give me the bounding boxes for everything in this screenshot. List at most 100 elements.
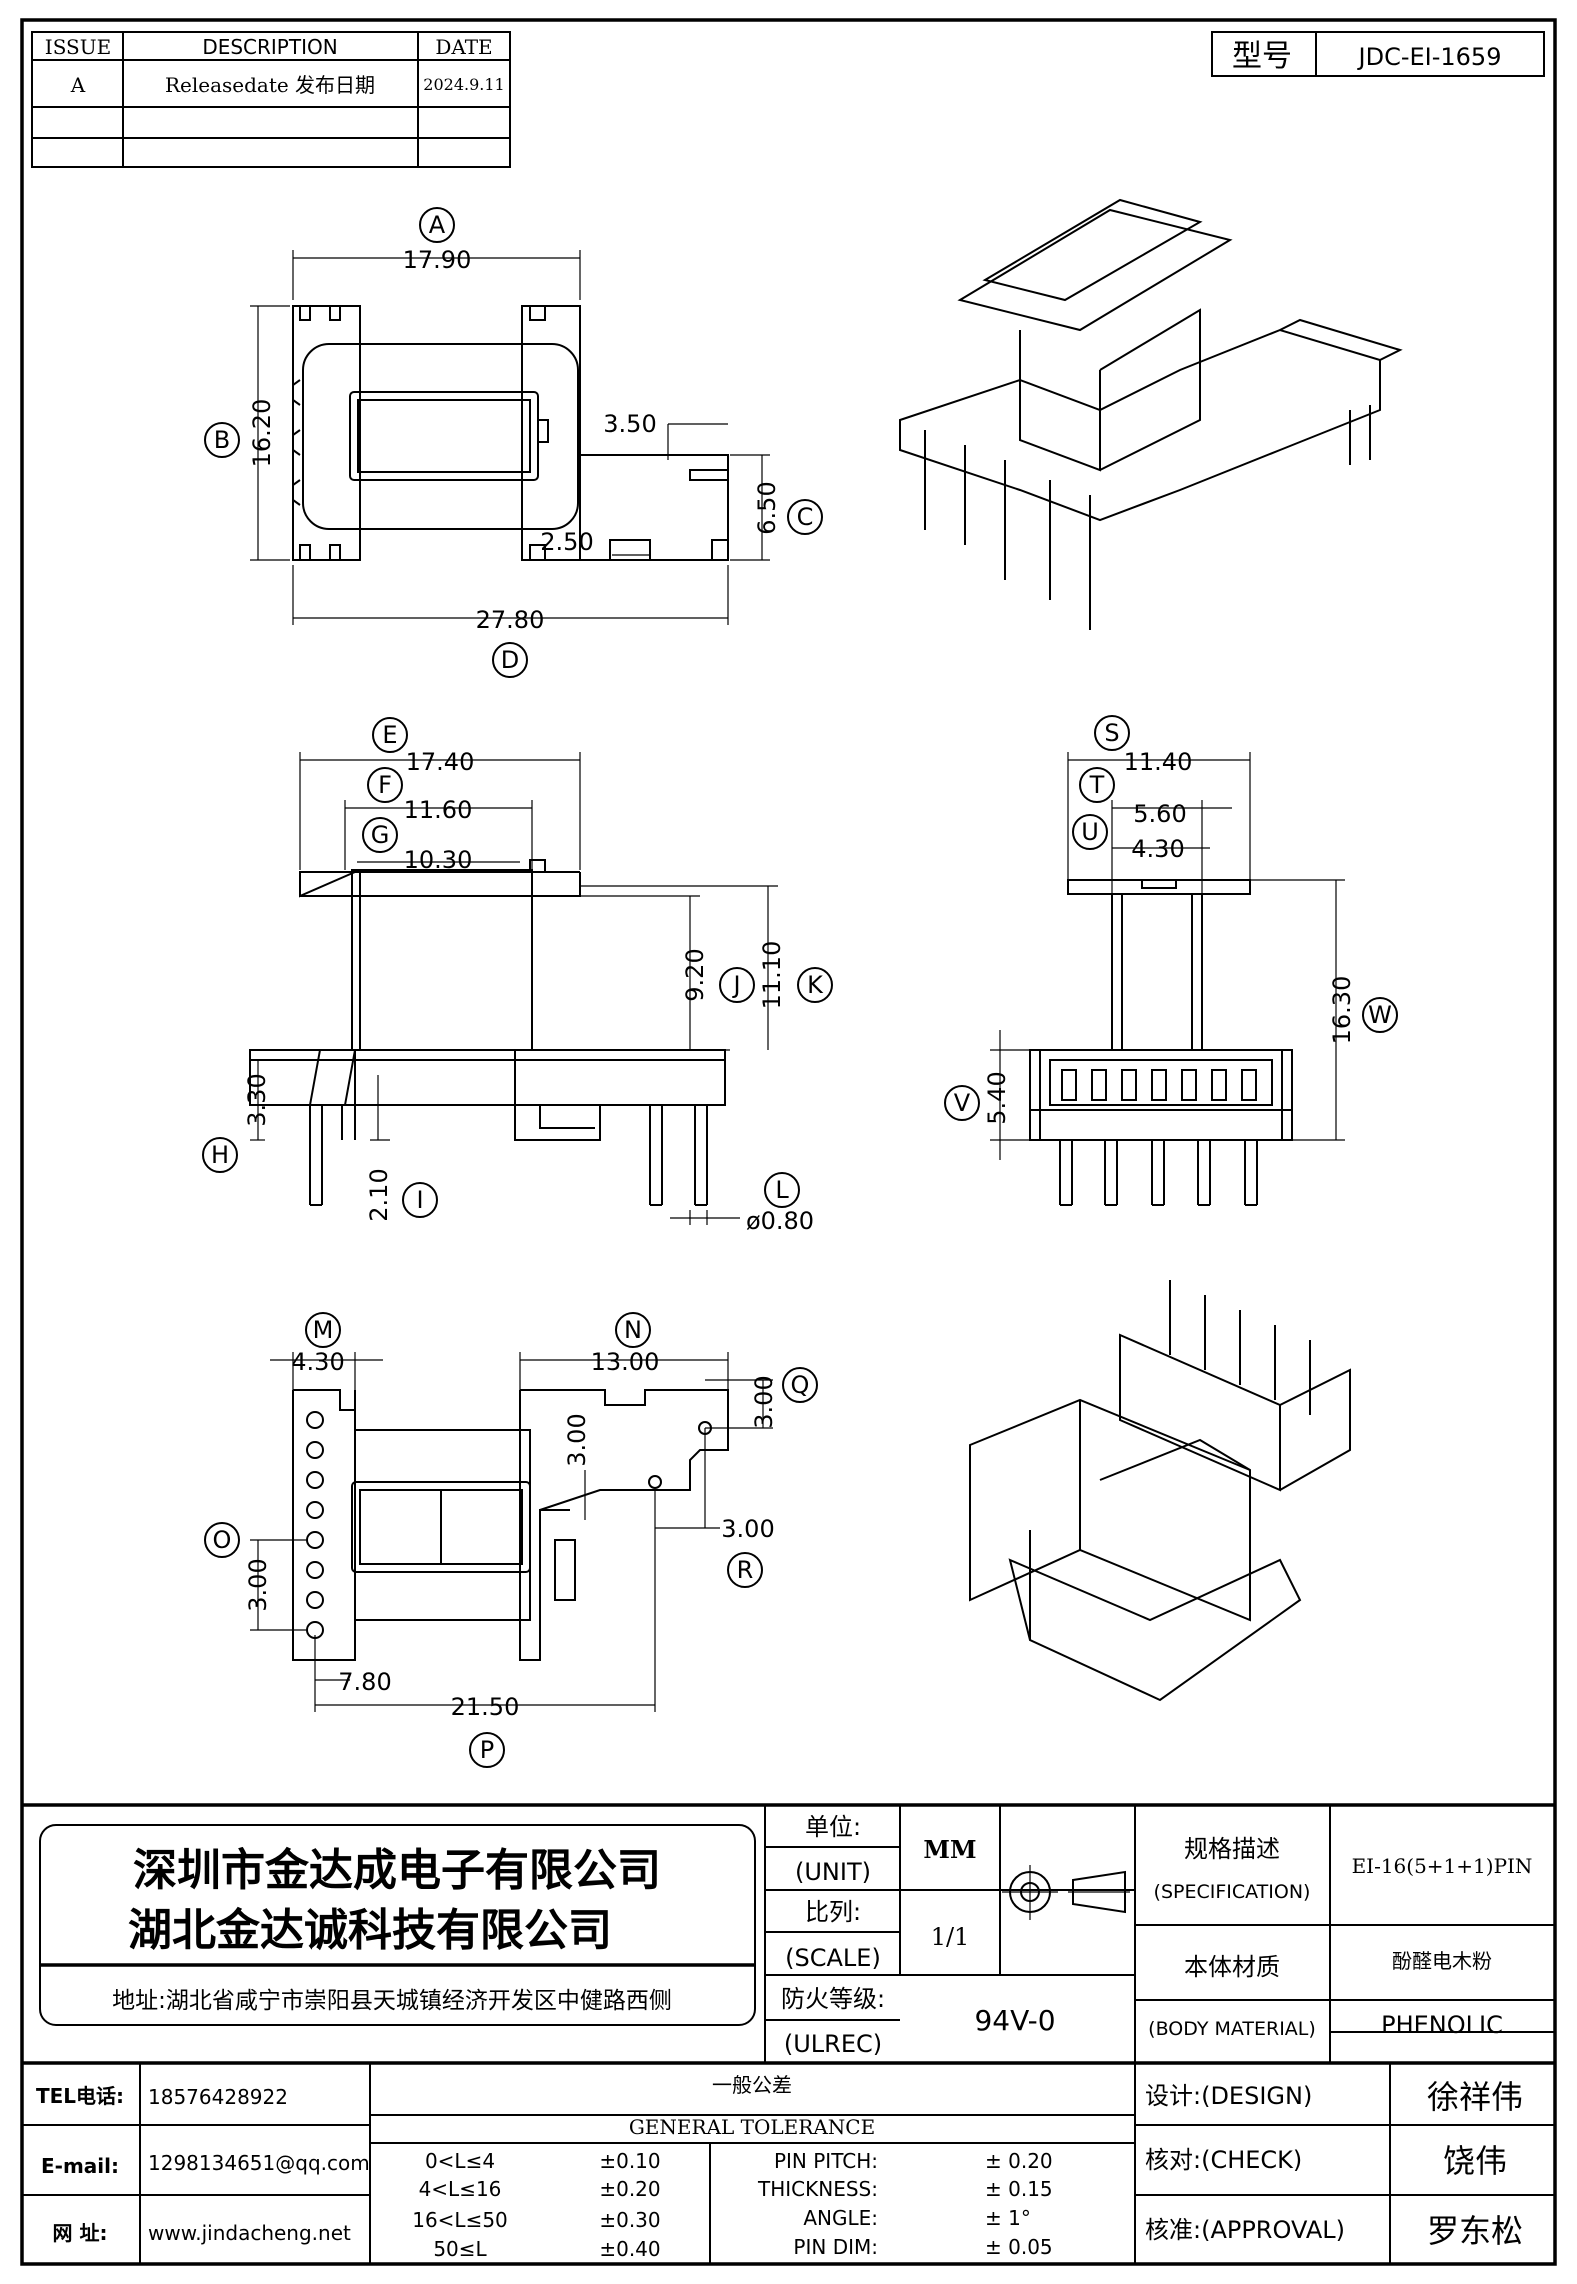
marker-letter-J: J (731, 971, 740, 999)
unit-label-en: (UNIT) (795, 1858, 871, 1886)
marker-S: S (1094, 715, 1130, 751)
dim-F: 11.60 (404, 796, 473, 824)
marker-letter-U: U (1081, 818, 1099, 846)
rev-header-description: DESCRIPTION (202, 35, 337, 59)
signoff-label-design: 设计:(DESIGN) (1145, 2082, 1312, 2110)
marker-letter-W: W (1368, 1001, 1392, 1029)
spec-label-en: (SPECIFICATION) (1154, 1881, 1311, 1903)
bottom-view (292, 1389, 729, 1661)
marker-K: K (797, 967, 833, 1003)
marker-letter-D: D (501, 646, 519, 674)
bottom-view-dims (250, 1352, 773, 1712)
marker-letter-G: G (371, 821, 390, 849)
dim-D: 27.80 (476, 606, 545, 634)
ulrec-value: 94V-0 (974, 2004, 1055, 2037)
isometric-view-top (899, 198, 1403, 630)
revision-table: ISSUE DESCRIPTION DATE A Releasedate 发布日… (31, 31, 511, 168)
marker-letter-C: C (797, 503, 814, 531)
tolerance-title-cn: 一般公差 (712, 2073, 792, 2097)
dim-P: 21.50 (451, 1693, 520, 1721)
front-view (249, 859, 726, 1206)
dim-3-50: 3.50 (603, 410, 656, 438)
side-view-dims (990, 752, 1345, 1160)
marker-O: O (204, 1522, 240, 1558)
marker-letter-P: P (480, 1736, 494, 1764)
dim-A: 17.90 (403, 246, 472, 274)
material-value-en: PHENOLIC (1381, 2011, 1503, 2039)
ulrec-label: 防火等级: (781, 1985, 885, 2013)
marker-C: C (787, 499, 823, 535)
marker-letter-L: L (775, 1176, 789, 1204)
tel-label: TEL电话: (36, 2084, 124, 2108)
marker-letter-V: V (954, 1089, 971, 1117)
marker-E: E (372, 717, 408, 753)
marker-T: T (1079, 767, 1115, 803)
tol-value-2: ±0.30 (599, 2208, 660, 2232)
spec-value: EI-16(5+1+1)PIN (1352, 1854, 1533, 1878)
isometric-view-bottom (969, 1280, 1351, 1702)
signoff-name-approval: 罗东松 (1427, 2212, 1523, 2250)
dim-J: 9.20 (681, 948, 709, 1001)
dim-2-50: 2.50 (540, 528, 593, 556)
email-value: 1298134651@qq.com (148, 2151, 370, 2175)
marker-F: F (367, 767, 403, 803)
dim-H: 3.30 (243, 1073, 271, 1126)
marker-W: W (1362, 997, 1398, 1033)
dim-Q: 3.00 (750, 1375, 778, 1428)
signoff-label-check: 核对:(CHECK) (1145, 2146, 1302, 2174)
dim-7-80: 7.80 (338, 1668, 391, 1696)
marker-U: U (1072, 814, 1108, 850)
tol-value-0: ±0.10 (599, 2149, 660, 2173)
company-address: 地址:湖北省咸宁市崇阳县天城镇经济开发区中健路西侧 (112, 1988, 672, 2014)
tol-spec-1: THICKNESS: (757, 2177, 878, 2201)
tol-spec-0: PIN PITCH: (774, 2149, 878, 2173)
dim-K: 11.10 (758, 941, 786, 1010)
marker-G: G (362, 817, 398, 853)
marker-P: P (469, 1732, 505, 1768)
marker-letter-M: M (313, 1316, 334, 1344)
dim-O: 3.00 (244, 1558, 272, 1611)
tol-spec-2: ANGLE: (803, 2206, 878, 2230)
marker-D: D (492, 642, 528, 678)
dim-R: 3.00 (721, 1515, 774, 1543)
title-block (22, 1803, 1555, 2264)
marker-J: J (719, 967, 755, 1003)
rev-description: Releasedate 发布日期 (165, 73, 375, 97)
tol-spec-3: PIN DIM: (793, 2235, 878, 2259)
marker-H: H (202, 1137, 238, 1173)
rev-header-issue: ISSUE (45, 35, 111, 59)
marker-letter-T: T (1089, 771, 1105, 799)
scale-value: 1/1 (931, 1923, 970, 1951)
dim-3-00-a: 3.00 (563, 1413, 591, 1466)
dim-G: 10.30 (404, 846, 473, 874)
model-value: JDC-EI-1659 (1357, 43, 1502, 71)
marker-Q: Q (782, 1367, 818, 1403)
tol-range-1: 4<L≤16 (419, 2177, 502, 2201)
dim-S: 11.40 (1124, 748, 1193, 776)
marker-letter-S: S (1104, 719, 1119, 747)
marker-letter-O: O (213, 1526, 232, 1554)
tol-spec-value-3: ± 0.05 (985, 2235, 1053, 2259)
email-label: E-mail: (41, 2154, 119, 2178)
marker-letter-R: R (737, 1556, 754, 1584)
unit-label: 单位: (805, 1813, 861, 1841)
side-view (1029, 879, 1293, 1206)
tolerance-title-en: GENERAL TOLERANCE (629, 2115, 875, 2139)
marker-letter-E: E (382, 721, 397, 749)
marker-letter-K: K (807, 971, 824, 999)
tol-value-1: ±0.20 (599, 2177, 660, 2201)
tol-spec-value-0: ± 0.20 (985, 2149, 1053, 2173)
material-label: 本体材质 (1184, 1953, 1280, 1981)
marker-R: R (727, 1552, 763, 1588)
marker-M: M (305, 1312, 341, 1348)
dim-M: 4.30 (291, 1348, 344, 1376)
tol-spec-value-2: ± 1° (985, 2206, 1031, 2230)
marker-letter-N: N (624, 1316, 642, 1344)
web-value: www.jindacheng.net (148, 2221, 351, 2245)
dim-V: 5.40 (983, 1071, 1011, 1124)
dim-C: 6.50 (753, 481, 781, 534)
company-name-2: 湖北金达诚科技有限公司 (128, 1905, 612, 1956)
unit-value: MM (923, 1835, 976, 1864)
tel-value: 18576428922 (148, 2085, 288, 2109)
